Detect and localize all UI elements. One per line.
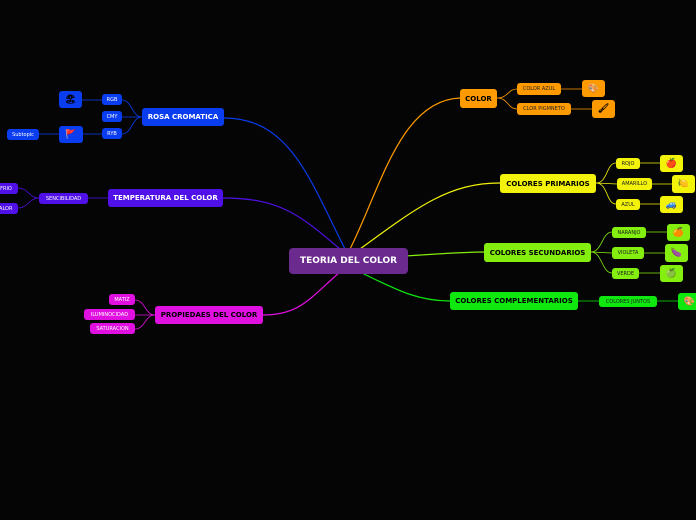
topic-color[interactable]: COLOR (460, 89, 497, 108)
subtopic-calor[interactable]: CALOR (0, 203, 18, 214)
subtopic-naranjo[interactable]: NARANJO (612, 227, 646, 238)
topic-colores-secundarios[interactable]: COLORES SECUNDARIOS (484, 243, 591, 262)
subtopic-color-azul[interactable]: COLOR AZUL (517, 83, 561, 95)
subtopic-rojo[interactable]: ROJO (616, 158, 640, 169)
subtopic-amarillo[interactable]: AMARILLO (617, 178, 652, 190)
lemon-icon[interactable]: 🍋 (672, 175, 695, 193)
subtopic-iluminocidad[interactable]: ILUMINOCIDAD (84, 309, 135, 320)
topic-colores-complementarios[interactable]: COLORES COMPLEMENTARIOS (450, 292, 578, 310)
paintbrush-icon[interactable]: 🖌 (592, 100, 615, 118)
eggplant-icon[interactable]: 🍆 (665, 244, 688, 262)
orange-icon[interactable]: 🍊 (667, 224, 690, 241)
palette-icon[interactable]: 🎨 (582, 80, 605, 97)
central-topic[interactable]: TEORIA DEL COLOR (289, 248, 408, 274)
topic-temperatura-del-color[interactable]: TEMPERATURA DEL COLOR (108, 189, 223, 207)
subtopic-saturacion[interactable]: SATURACION (90, 323, 135, 334)
topic-propiedaes-del-color[interactable]: PROPIEDAES DEL COLOR (155, 306, 263, 324)
subtopic-violeta[interactable]: VIOLETA (612, 247, 644, 259)
subtopic-clor-pigmneto[interactable]: CLOR PIGMNETO (517, 103, 571, 115)
flag-icon[interactable]: 🚩 (59, 126, 83, 143)
subtopic-verde[interactable]: VERDE (612, 268, 639, 279)
subtopic-colores-juntos[interactable]: COLORES JUNTOS (599, 296, 657, 307)
topic-rosa-cromatica[interactable]: ROSA CROMATICA (142, 108, 224, 126)
topic-colores-primarios[interactable]: COLORES PRIMARIOS (500, 174, 596, 193)
subtopic-azul[interactable]: AZUL (616, 199, 640, 210)
subtopic-matiz[interactable]: MATIZ (109, 294, 135, 305)
subtopic-sencibilidad[interactable]: SENCIBILIDAD (39, 193, 88, 204)
subtopic-frio[interactable]: FRIO (0, 183, 18, 194)
subtopic-rgb[interactable]: RGB (102, 94, 122, 105)
car-icon[interactable]: 🚙 (660, 196, 683, 213)
green-apple-icon[interactable]: 🍏 (660, 265, 683, 282)
palette-icon[interactable]: 🎨 (678, 293, 696, 310)
subtopic-node[interactable]: Subtopic (7, 129, 39, 140)
beach-umbrella-icon[interactable]: 🏖 (59, 91, 82, 108)
subtopic-ryb[interactable]: RYB (102, 128, 122, 139)
subtopic-cmy[interactable]: CMY (102, 111, 122, 122)
apple-icon[interactable]: 🍎 (660, 155, 683, 172)
